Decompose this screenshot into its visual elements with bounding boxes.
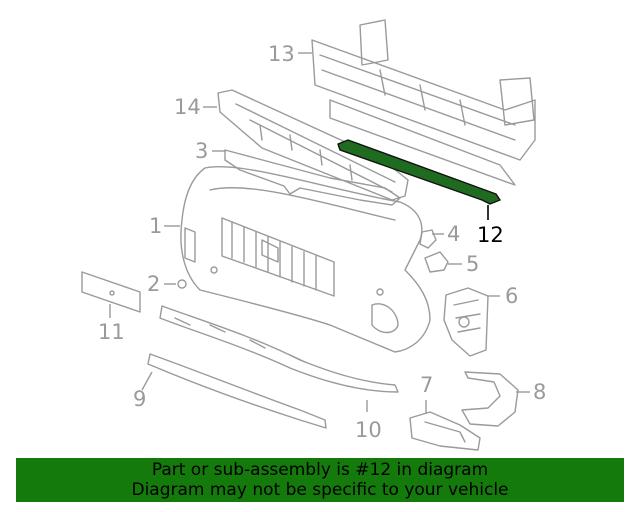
part-12-highlighted[interactable] (337, 139, 501, 205)
callout-10: 10 (355, 418, 382, 442)
part-14-absorber[interactable] (217, 89, 409, 201)
part-2-clip[interactable] (177, 279, 187, 289)
part-6-side-bracket[interactable] (443, 287, 489, 357)
banner-line-1: Part or sub-assembly is #12 in diagram (151, 460, 489, 480)
callout-11: 11 (98, 320, 125, 344)
parts-diagram: 13 14 3 1 2 4 5 6 11 9 7 8 10 12 (81, 19, 546, 451)
callout-3: 3 (195, 139, 208, 163)
callout-9: 9 (133, 387, 146, 411)
callout-8: 8 (533, 380, 546, 404)
part-13-reinforcement[interactable] (311, 19, 536, 186)
part-7-fog-cover[interactable] (409, 411, 481, 451)
callout-13: 13 (268, 42, 295, 66)
part-9-lower-trim[interactable] (147, 353, 327, 429)
info-banner: Part or sub-assembly is #12 in diagram D… (16, 458, 624, 502)
part-3-upper-trim[interactable] (224, 149, 401, 206)
part-4-bracket[interactable] (419, 229, 437, 249)
callout-1: 1 (149, 214, 162, 238)
callout-14: 14 (174, 95, 201, 119)
leader-lines (109, 52, 530, 414)
callout-12-highlighted: 12 (477, 223, 504, 247)
callout-6: 6 (505, 284, 518, 308)
callout-4: 4 (447, 222, 460, 246)
part-1-bumper-cover[interactable] (180, 165, 431, 353)
part-11-plate-bracket[interactable] (81, 271, 141, 313)
part-10-lower-spoiler[interactable] (159, 305, 399, 393)
part-8-fog-bezel[interactable] (461, 371, 519, 427)
callout-7: 7 (420, 373, 433, 397)
callout-2: 2 (147, 272, 160, 296)
part-5-clip[interactable] (424, 251, 449, 273)
callout-5: 5 (466, 252, 479, 276)
banner-line-2: Diagram may not be specific to your vehi… (131, 480, 509, 500)
